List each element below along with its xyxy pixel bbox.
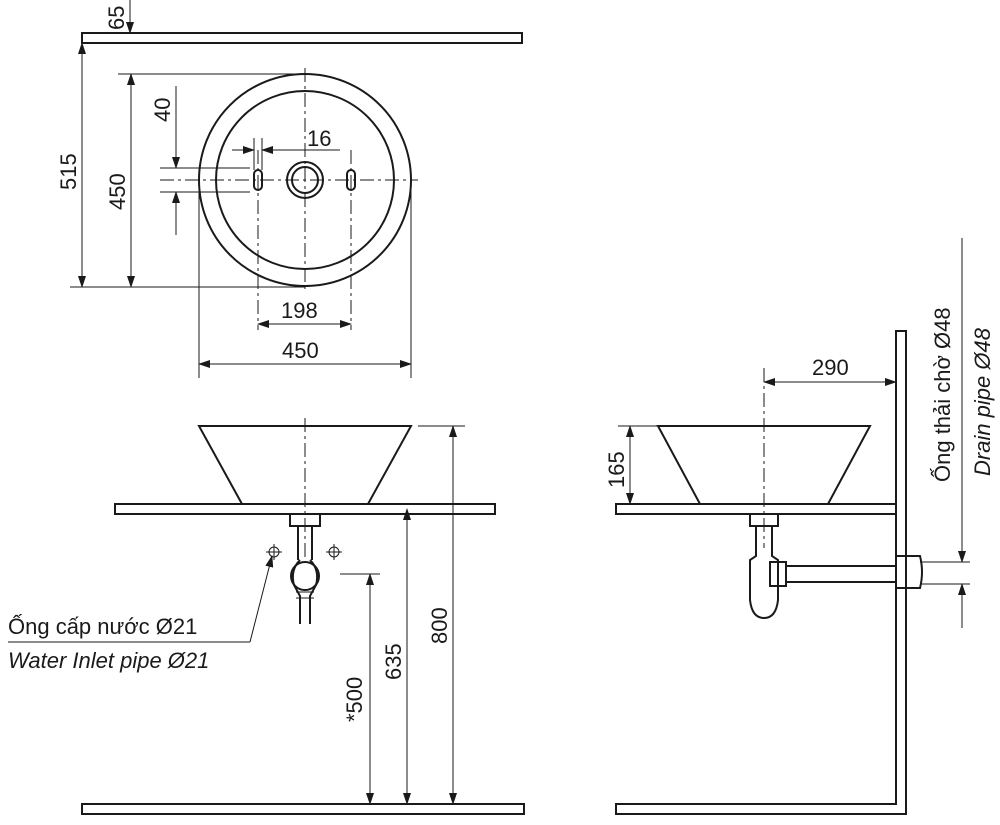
dim-hole-spacing: 198 xyxy=(281,298,318,323)
drain-hole-inner xyxy=(291,166,319,194)
dim-overall-depth: 515 xyxy=(56,153,81,190)
side-drain-arm xyxy=(785,565,897,583)
front-trap-body xyxy=(290,561,320,591)
plan-wall-strip xyxy=(81,32,523,44)
dim-hole: 16 xyxy=(307,126,331,151)
drain-hole-outer xyxy=(286,161,324,199)
front-drain-nut xyxy=(289,513,321,527)
side-bowl xyxy=(656,425,872,505)
dim-total-height: 800 xyxy=(427,607,452,644)
dim-top-offset: 65 xyxy=(104,6,129,30)
side-trap xyxy=(749,526,779,620)
inlet-leader xyxy=(249,555,274,643)
dim-counter-height: 635 xyxy=(381,643,406,680)
dim-bowl-height: 165 xyxy=(604,451,629,488)
front-view: Ống cấp nước Ø21 Water Inlet pipe Ø21 *5… xyxy=(8,418,525,815)
inlet-label-vi: Ống cấp nước Ø21 xyxy=(8,613,197,639)
drain-label-en: Drain pipe Ø48 xyxy=(970,327,995,476)
dim-inlet-height: *500 xyxy=(342,677,367,722)
front-drain-pipe xyxy=(291,526,319,624)
side-drain-nut xyxy=(749,513,779,527)
side-view: 290 165 Ống thải chờ Ø48 Drain pipe Ø48 xyxy=(604,238,995,815)
front-floor xyxy=(81,803,525,815)
side-wall-socket xyxy=(896,555,923,589)
dim-bowl-depth: 450 xyxy=(105,173,130,210)
water-inlet-mark-left xyxy=(266,544,282,560)
water-inlet-mark-right xyxy=(326,544,342,560)
inlet-label-en: Water Inlet pipe Ø21 xyxy=(8,648,209,673)
side-wall xyxy=(615,330,907,815)
dim-rim: 40 xyxy=(150,98,175,122)
dim-wall-offset: 290 xyxy=(812,355,849,380)
dim-width: 450 xyxy=(282,338,319,363)
plan-view: 65 515 450 40 16 198 450 xyxy=(56,0,523,378)
side-countertop xyxy=(615,503,897,515)
drain-label-vi: Ống thải chờ Ø48 xyxy=(929,307,955,482)
